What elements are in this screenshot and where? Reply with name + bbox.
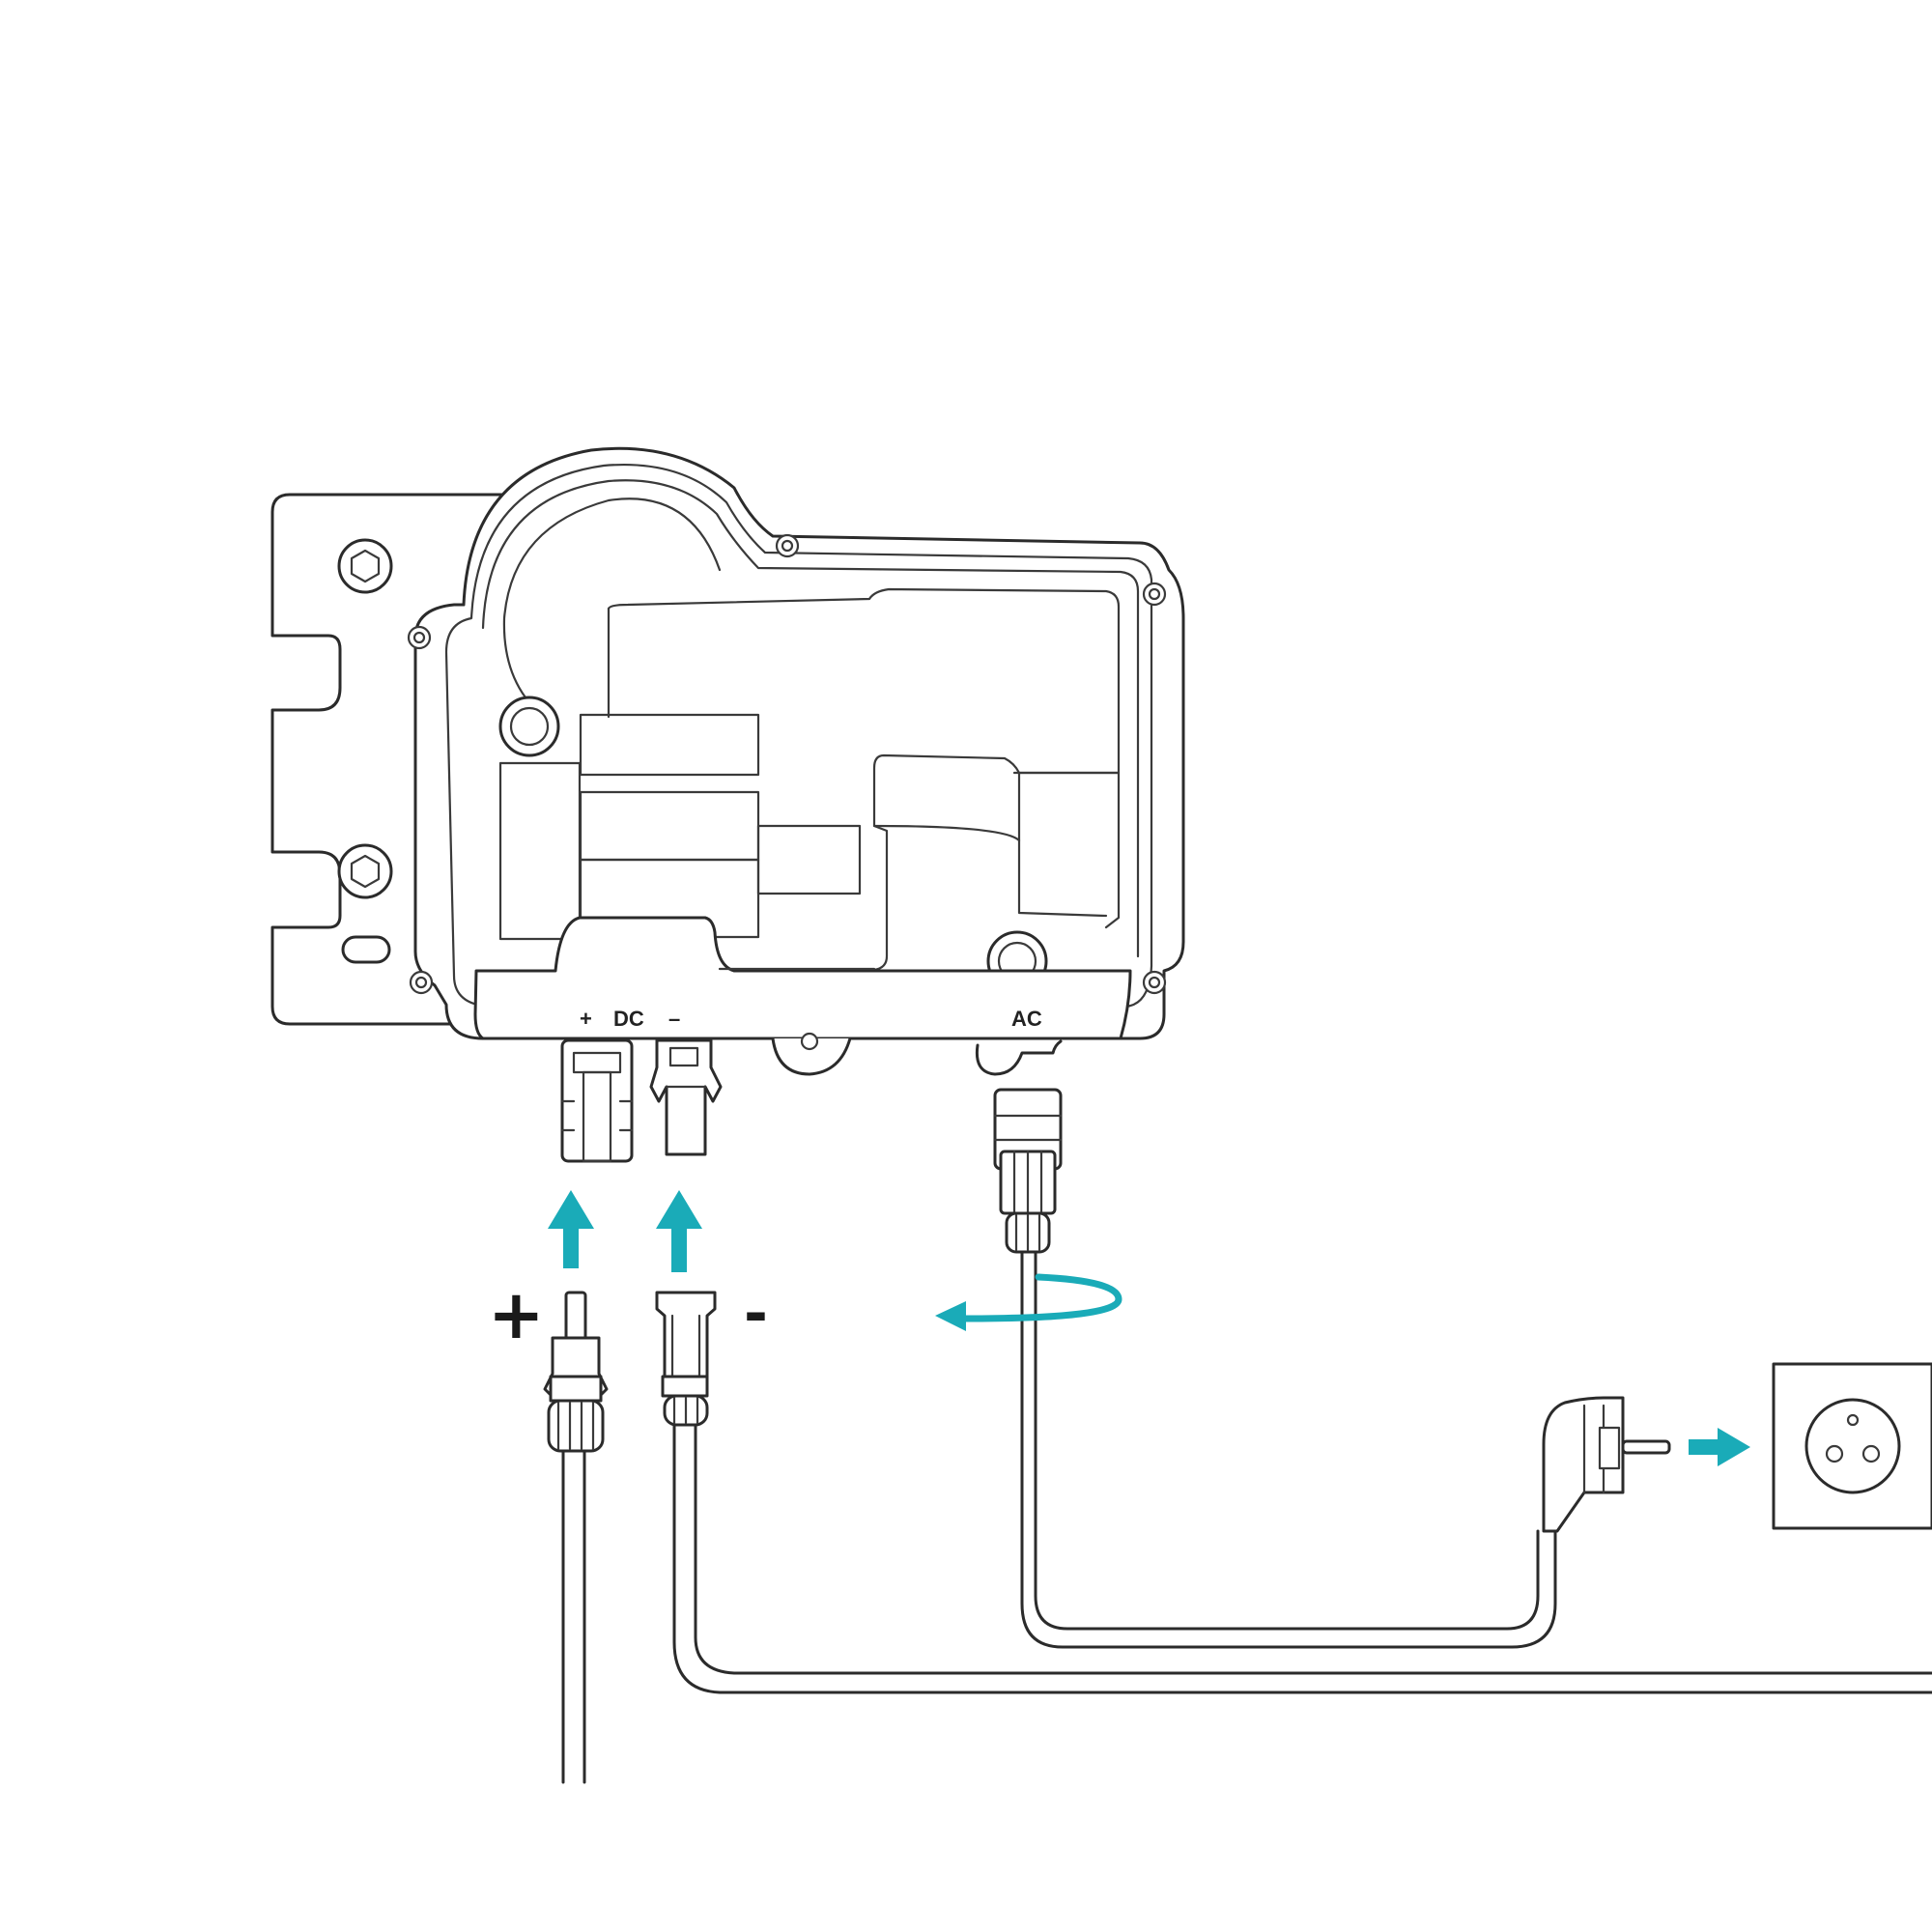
internal-block-upper bbox=[579, 713, 760, 777]
cable-dc-minus-connector bbox=[655, 1291, 717, 1427]
mounting-boss-left bbox=[498, 696, 560, 757]
screw-icon bbox=[1142, 582, 1167, 607]
internal-block-side bbox=[498, 761, 582, 941]
cable-dc-plus-connector bbox=[543, 1291, 609, 1453]
dc-minus-cable bbox=[672, 1423, 1932, 1694]
microinverter: + DC – AC bbox=[270, 446, 1185, 1076]
dc-label: DC bbox=[613, 1007, 644, 1031]
dc-minus-label: – bbox=[668, 1007, 680, 1031]
connector-plate bbox=[473, 916, 1132, 1040]
plus-sign-label: + bbox=[488, 1275, 545, 1354]
inverter-dc-minus-connector bbox=[649, 1038, 723, 1156]
bracket-slot bbox=[341, 935, 391, 964]
wall-socket-icon bbox=[1772, 1362, 1932, 1530]
bracket-bolt-bottom bbox=[337, 843, 393, 899]
bottom-screw-boss bbox=[771, 1037, 852, 1076]
right-arrow-icon bbox=[1689, 1428, 1750, 1466]
screw-icon bbox=[800, 1032, 819, 1051]
up-arrow-icon bbox=[548, 1190, 594, 1268]
inverter-ac-connector bbox=[975, 1039, 1063, 1254]
screw-icon bbox=[775, 533, 800, 558]
screw-icon bbox=[1142, 970, 1167, 995]
ac-cable bbox=[1020, 1250, 1557, 1649]
up-arrow-icon bbox=[656, 1190, 702, 1272]
ac-label: AC bbox=[1011, 1007, 1042, 1031]
rotate-arrow-icon bbox=[935, 1273, 1122, 1331]
minus-sign-label: - bbox=[744, 1280, 768, 1348]
housing-rim bbox=[444, 464, 1153, 1009]
screw-icon bbox=[409, 970, 434, 995]
plug-icon bbox=[1542, 1396, 1671, 1533]
internal-block-small bbox=[756, 824, 862, 895]
screw-icon bbox=[407, 625, 432, 650]
inverter-dc-plus-connector bbox=[560, 1038, 634, 1163]
dc-plus-label: + bbox=[580, 1007, 592, 1031]
bracket-bolt-top bbox=[337, 538, 393, 594]
dc-plus-cable bbox=[561, 1449, 586, 1784]
housing-dome bbox=[502, 497, 722, 712]
